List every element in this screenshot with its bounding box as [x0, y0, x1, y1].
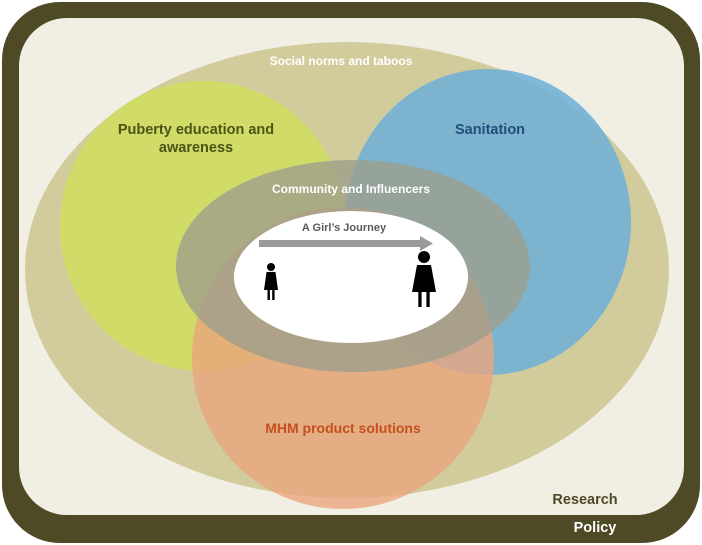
mhm-product-label: MHM product solutions	[265, 420, 421, 436]
girls-journey-label: A Girl’s Journey	[302, 222, 387, 234]
sanitation-label: Sanitation	[455, 122, 525, 138]
policy-label: Policy	[574, 520, 617, 536]
research-label: Research	[552, 492, 617, 508]
young-girl-icon	[264, 263, 278, 300]
journey-arrow-icon	[259, 236, 433, 251]
woman-icon	[412, 251, 436, 307]
puberty-education-label-line1: Puberty education and	[118, 122, 274, 138]
puberty-education-label-line2: awareness	[159, 140, 233, 156]
community-influencers-label: Community and Influencers	[272, 182, 430, 196]
social-norms-label: Social norms and taboos	[270, 54, 413, 68]
